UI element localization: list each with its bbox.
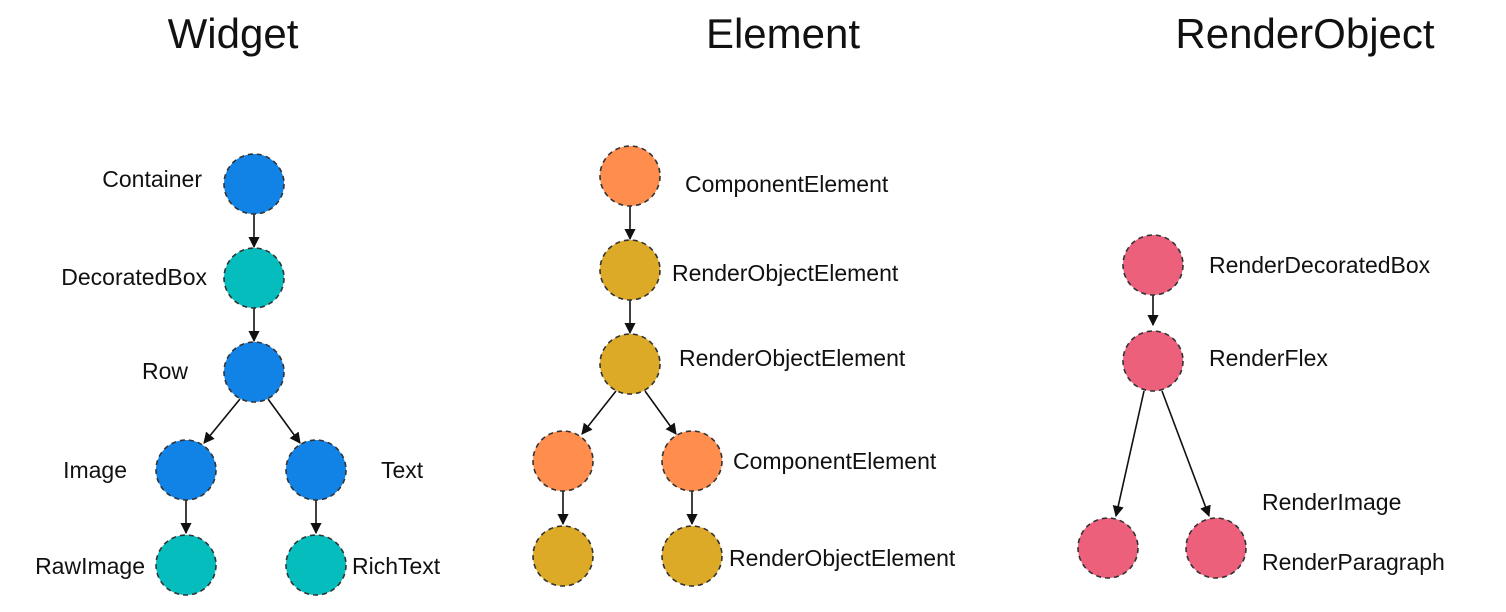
element-heading: Element	[706, 10, 860, 57]
label-render-object-element-1: RenderObjectElement	[672, 260, 899, 286]
node-component-element	[599, 145, 661, 207]
node-render-decorated-box	[1122, 234, 1184, 296]
label-decoratedbox: DecoratedBox	[61, 264, 207, 290]
edge-row-text	[267, 398, 301, 444]
label-component-element: ComponentElement	[685, 171, 889, 197]
node-render-image	[1077, 517, 1139, 579]
label-rawimage: RawImage	[35, 553, 145, 579]
render-object-tree: RenderDecoratedBox RenderFlex RenderImag…	[1077, 234, 1445, 579]
node-container	[223, 153, 285, 215]
label-text: Text	[381, 457, 424, 483]
node-decoratedbox	[223, 247, 285, 309]
node-richtext	[285, 534, 347, 596]
edge-roe2-component-left	[581, 390, 617, 435]
render-object-heading: RenderObject	[1175, 10, 1434, 57]
label-image: Image	[63, 457, 127, 483]
node-render-object-element-right	[661, 525, 723, 587]
label-row: Row	[142, 358, 188, 384]
node-rawimage	[155, 534, 217, 596]
edge-flex-paragraph	[1161, 390, 1211, 518]
node-render-flex	[1122, 330, 1184, 392]
label-render-flex: RenderFlex	[1209, 345, 1328, 371]
node-render-object-element-1	[599, 239, 661, 301]
label-render-object-element-2: RenderObjectElement	[679, 345, 906, 371]
label-component-element-right: ComponentElement	[733, 448, 937, 474]
label-richtext: RichText	[352, 553, 441, 579]
node-render-object-element-left	[532, 525, 594, 587]
label-render-image: RenderImage	[1262, 489, 1401, 515]
node-row	[223, 341, 285, 403]
label-render-object-element-right: RenderObjectElement	[729, 545, 956, 571]
node-component-element-left	[532, 430, 594, 492]
node-render-paragraph	[1185, 517, 1247, 579]
edge-flex-image	[1112, 390, 1145, 518]
label-render-decorated-box: RenderDecoratedBox	[1209, 252, 1431, 278]
label-render-paragraph: RenderParagraph	[1262, 549, 1445, 575]
element-tree: ComponentElement RenderObjectElement Ren…	[532, 145, 956, 587]
node-render-object-element-2	[599, 333, 661, 395]
widget-heading: Widget	[168, 10, 299, 57]
node-image	[155, 439, 217, 501]
widget-tree: Container DecoratedBox Row Image Text Ra…	[35, 153, 441, 596]
node-text	[285, 439, 347, 501]
edge-roe2-component-right	[644, 390, 677, 435]
node-component-element-right	[661, 430, 723, 492]
edge-row-image	[203, 398, 241, 444]
label-container: Container	[102, 166, 202, 192]
